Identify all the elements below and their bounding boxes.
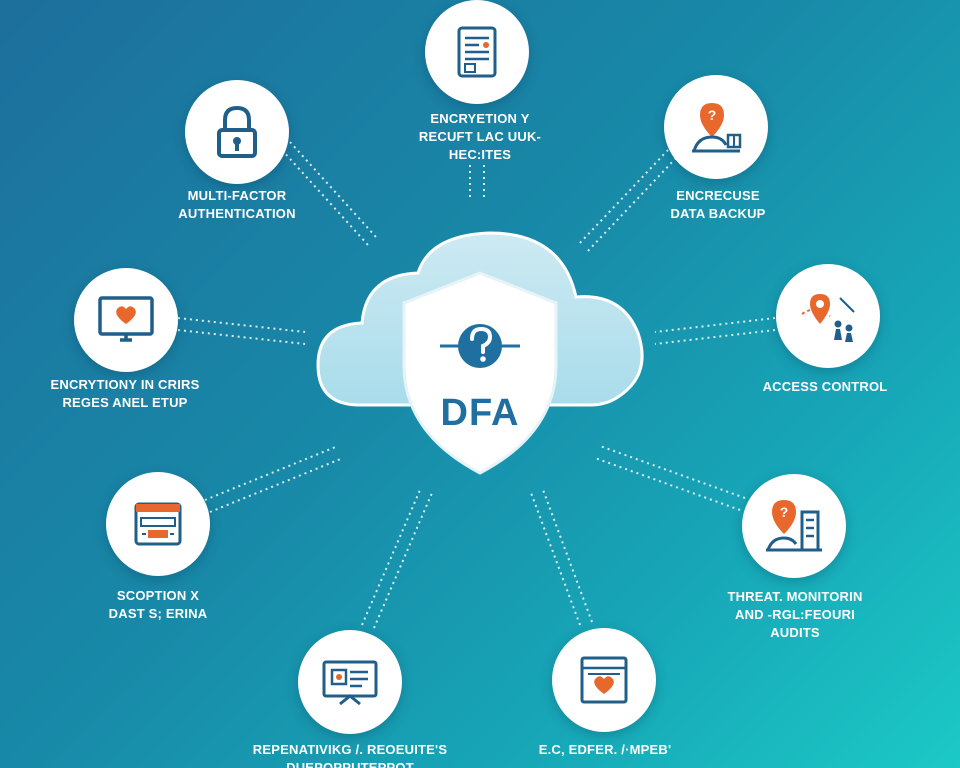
node-multi-factor [185, 80, 289, 184]
label-line: DAST S; ERINA [108, 606, 208, 621]
label-line: SCOPTION X [116, 588, 200, 603]
server-rack-icon [134, 502, 182, 546]
map-pin-people-icon [801, 294, 855, 342]
monitor-heart-icon [98, 296, 154, 342]
label-line: REGES ANEL ETUP [62, 395, 188, 410]
label-line: AUTHENTICATION [178, 206, 296, 221]
node-monitor-left [74, 268, 178, 372]
label-line: REPENATIVIKG /. REOEUITE'S [252, 742, 448, 757]
node-label-bottom-left: REPENATIVIKG /. REOEUITE'S DUEPOPPUTEPPO… [220, 741, 480, 768]
document-heart-icon [580, 656, 628, 704]
label-line: AND -RGL:FEOURI [735, 607, 855, 622]
node-label-access: ACCESS CONTROL [725, 378, 925, 396]
svg-text:?: ? [708, 107, 717, 123]
label-line: ENCRYTIONY IN CRIRS [50, 377, 200, 392]
shield-icon [402, 271, 558, 475]
node-bottom-right [552, 628, 656, 732]
display-card-icon [322, 660, 378, 706]
node-label-top: ENCRYETION Y RECUFT LAC UUK- HEC:ITES [380, 110, 580, 164]
node-label-backup: ENCRECUSE DATA BACKUP [618, 187, 818, 223]
node-data-backup: ? [664, 75, 768, 179]
location-pin-person-icon: ? [692, 103, 742, 153]
svg-text:?: ? [780, 504, 789, 520]
node-access-control [776, 264, 880, 368]
node-bottom-left [298, 630, 402, 734]
node-threat-monitoring: ? [742, 474, 846, 578]
node-label-mfa: MULTI-FACTOR AUTHENTICATION [137, 187, 337, 223]
label-line: THREAT. MONITORIN [727, 589, 863, 604]
label-line: ENCRYETION Y [430, 111, 530, 126]
cloud-shield-graphic [316, 231, 644, 475]
padlock-icon [217, 105, 257, 158]
center-title: DFA [440, 392, 520, 434]
label-line: ACCESS CONTROL [762, 379, 888, 394]
node-scoption [106, 472, 210, 576]
label-line: DATA BACKUP [670, 206, 766, 221]
label-line: DUEPOPPUTEPPOT [286, 760, 414, 768]
document-icon [457, 26, 497, 78]
label-line: ENCRECUSE [676, 188, 760, 203]
label-line: AUDITS [770, 625, 820, 640]
node-label-threat: THREAT. MONITORIN AND -RGL:FEOURI AUDITS [695, 588, 895, 642]
label-line: E.C, EDFER. /·MPEB' [538, 742, 672, 757]
node-label-scoption: SCOPTION X DAST S; ERINA [58, 587, 258, 623]
node-encryption-top [425, 0, 529, 104]
label-line: RECUFT LAC UUK- [418, 129, 542, 144]
label-line: HEC:ITES [448, 147, 512, 162]
node-label-monitor-left: ENCRYTIONY IN CRIRS REGES ANEL ETUP [10, 376, 240, 412]
node-label-bottom-right: E.C, EDFER. /·MPEB' [505, 741, 705, 759]
question-badge-icon [440, 324, 520, 368]
pin-building-icon: ? [766, 500, 822, 552]
label-line: MULTI-FACTOR [187, 188, 287, 203]
